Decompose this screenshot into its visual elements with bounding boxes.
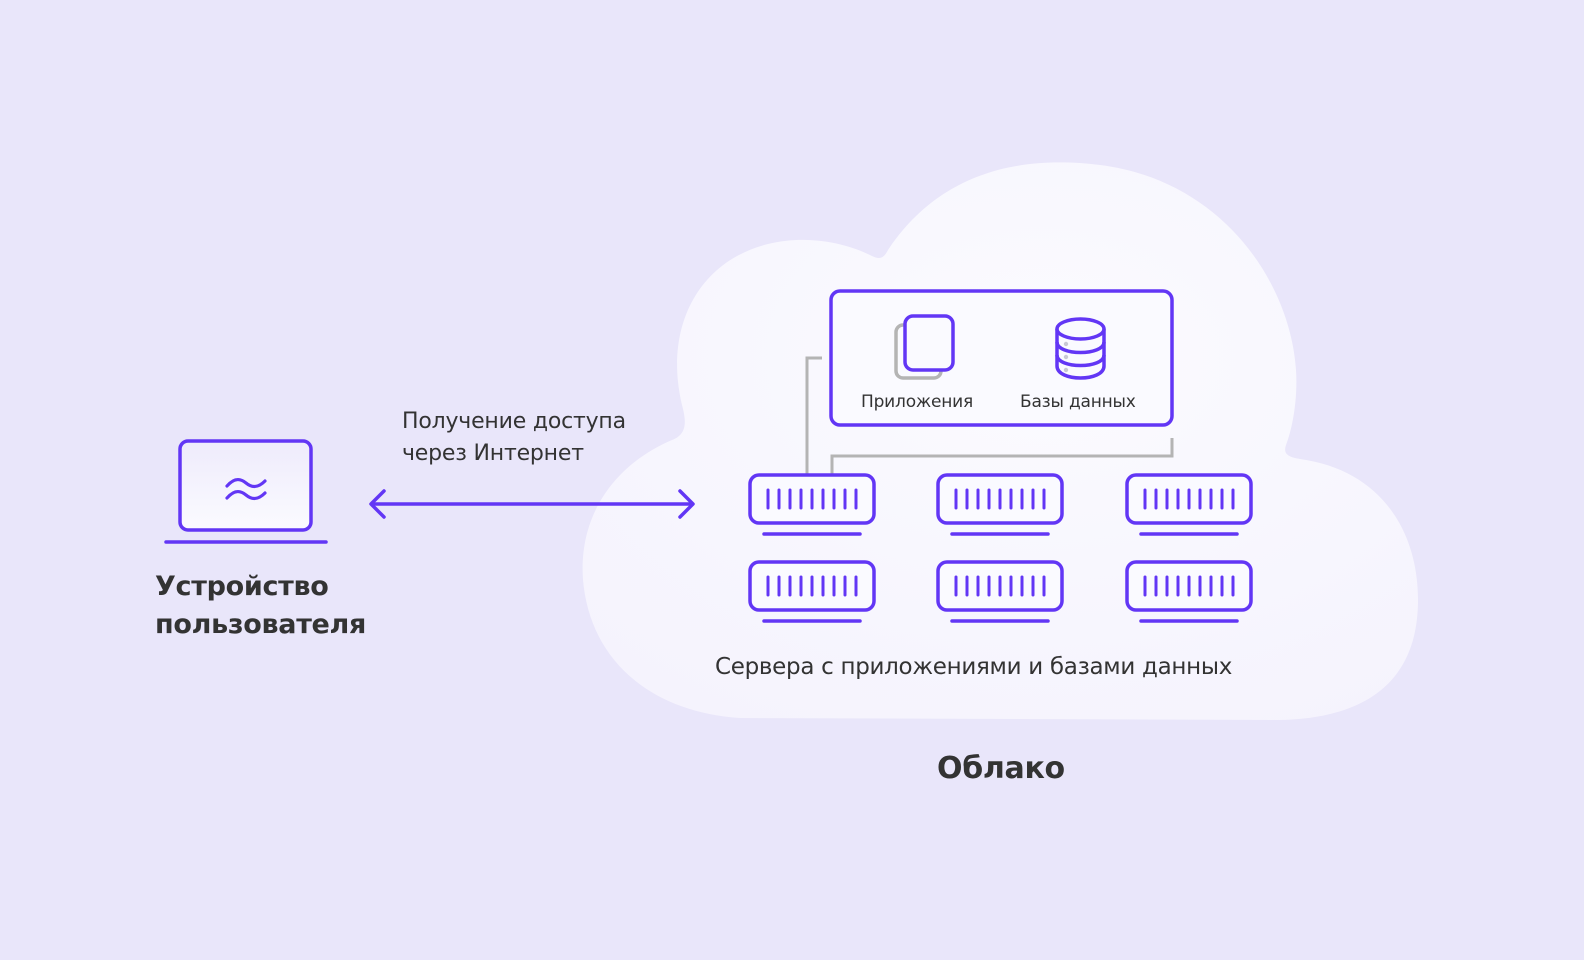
connector-lines — [805, 356, 1174, 474]
apps-icon — [894, 314, 955, 380]
laptop-icon — [164, 439, 328, 544]
databases-label: Базы данных — [1020, 392, 1136, 412]
server-icon — [748, 560, 876, 623]
double-arrow-icon — [369, 489, 695, 519]
cloud-label: Облако — [937, 751, 1065, 786]
services-box — [829, 289, 1174, 427]
internet-access-label-line1: Получение доступа — [402, 409, 626, 434]
apps-label: Приложения — [861, 392, 974, 412]
server-icon — [936, 473, 1064, 536]
server-icon — [936, 560, 1064, 623]
server-icon — [748, 473, 876, 536]
internet-access-label-line2: через Интернет — [402, 441, 584, 466]
device-label-line1: Устройство — [155, 571, 329, 602]
database-icon — [1055, 317, 1106, 380]
servers-label: Сервера с приложениями и базами данных — [715, 654, 1233, 680]
approx-wave-icon — [225, 478, 267, 501]
server-icon — [1125, 560, 1253, 623]
cloud-shape — [582, 162, 1418, 720]
device-label-line2: пользователя — [155, 609, 367, 640]
server-icon — [1125, 473, 1253, 536]
device-label: Устройство пользователя — [155, 568, 366, 644]
internet-access-label: Получение доступа через Интернет — [402, 406, 626, 470]
servers-grid — [748, 473, 1253, 623]
